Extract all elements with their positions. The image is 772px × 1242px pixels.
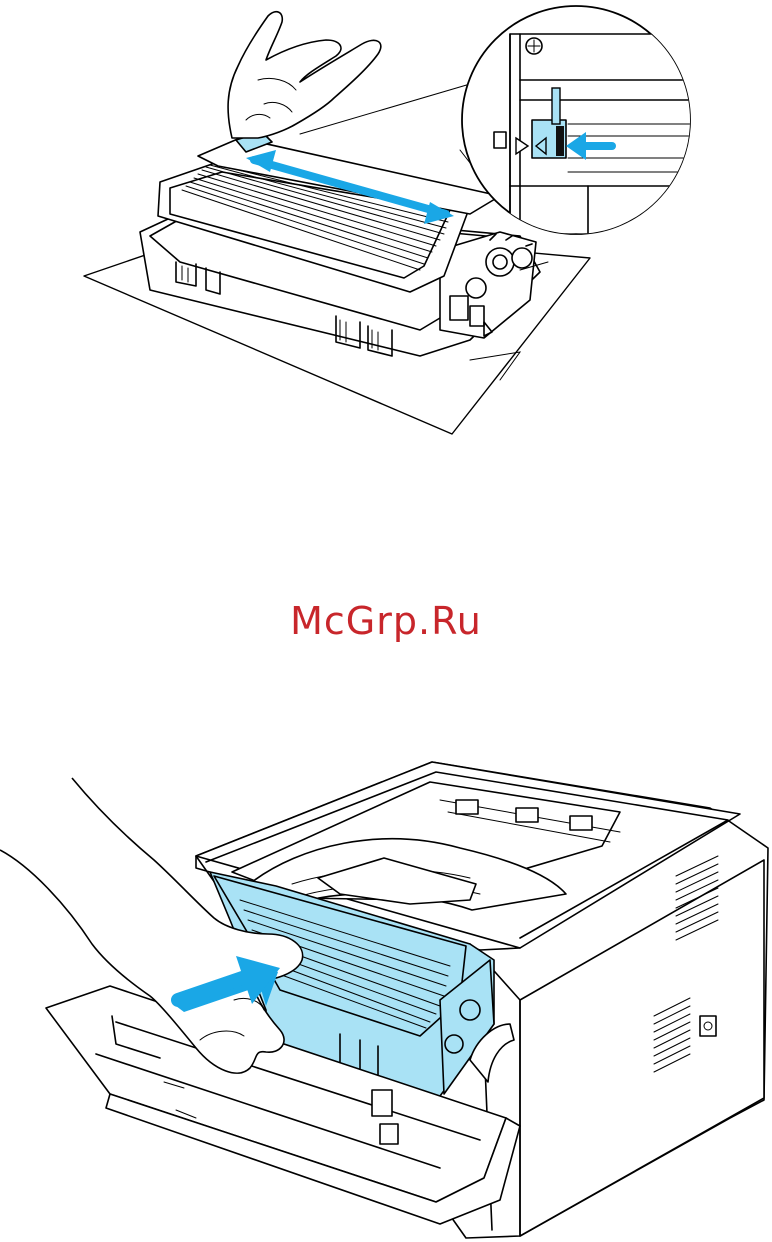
power-switch: [700, 1016, 716, 1036]
